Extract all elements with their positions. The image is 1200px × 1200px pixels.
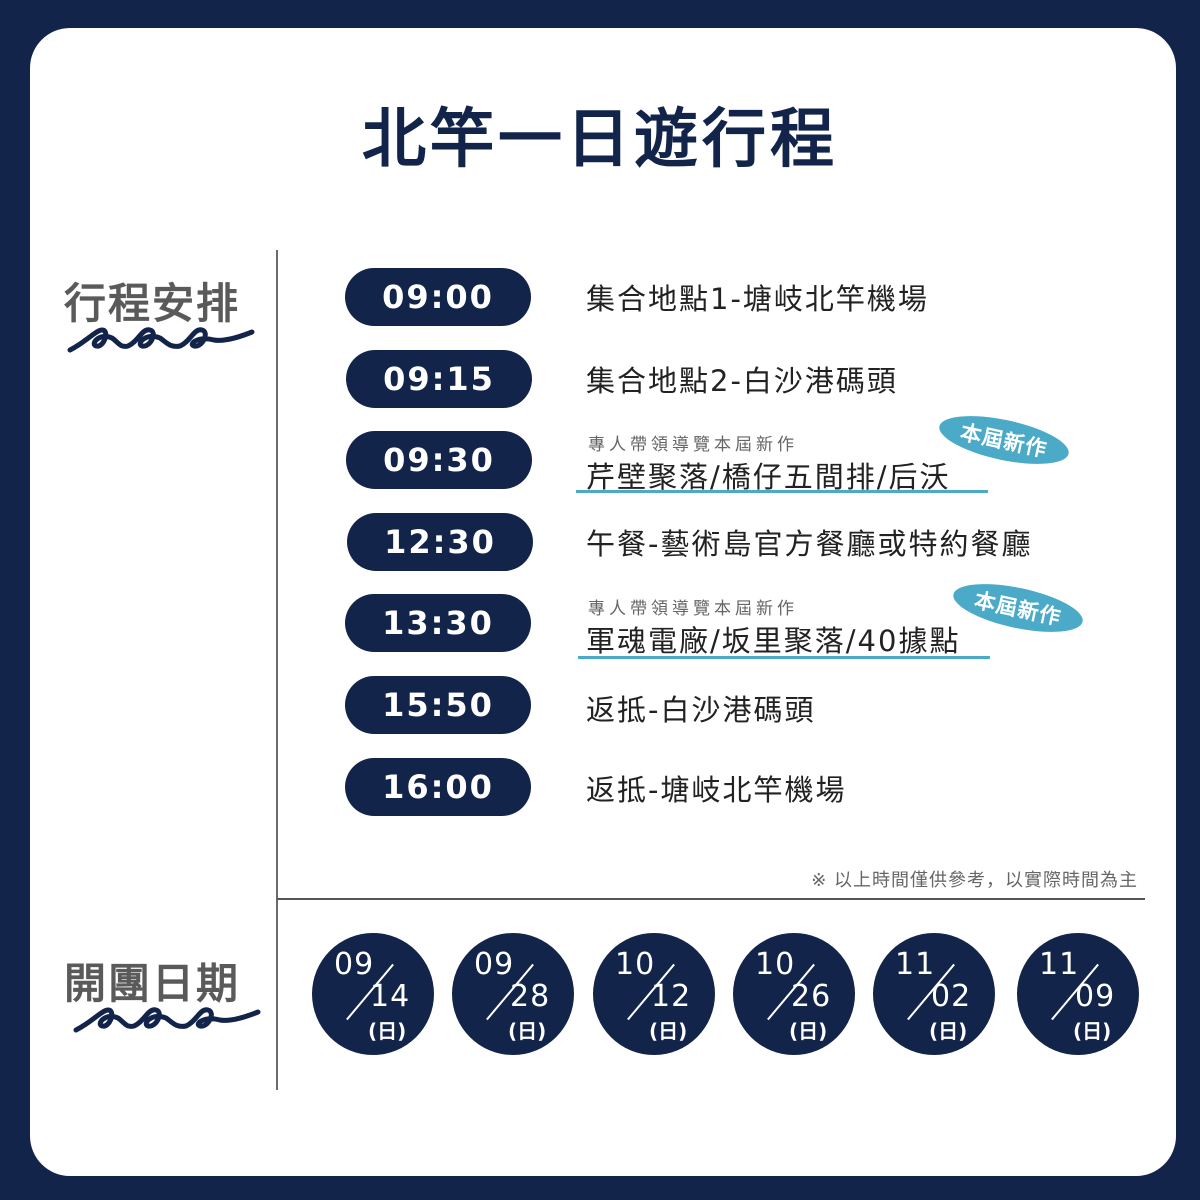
tour-date: 10 26 (日) <box>733 933 855 1055</box>
schedule-item-desc: 集合地點2-白沙港碼頭 <box>586 364 898 398</box>
tour-date: 11 02 (日) <box>873 933 995 1055</box>
disclaimer-note: ※ 以上時間僅供參考，以實際時間為主 <box>811 870 1138 891</box>
tour-date: 09 28 (日) <box>452 933 574 1055</box>
date-month: 10 <box>755 947 796 982</box>
tour-date: 09 14 (日) <box>312 933 434 1055</box>
tour-date: 11 09 (日) <box>1017 933 1139 1055</box>
time-pill: 09:00 <box>345 268 531 326</box>
date-day: 26 <box>791 979 832 1014</box>
time-pill: 16:00 <box>345 758 531 816</box>
schedule-item-desc: 午餐-藝術島官方餐廳或特約餐廳 <box>586 527 1033 561</box>
squiggle-decoration-icon <box>67 327 255 353</box>
time-pill: 09:15 <box>346 350 532 408</box>
date-weekday: (日) <box>649 1019 688 1043</box>
schedule-item-desc: 軍魂電廠/坂里聚落/40據點 <box>586 624 961 658</box>
highlight-underline <box>576 490 988 493</box>
page-title: 北竿一日遊行程 <box>362 103 838 177</box>
date-weekday: (日) <box>929 1019 968 1043</box>
time-pill: 12:30 <box>347 513 533 571</box>
schedule-section-label: 行程安排 <box>64 279 241 328</box>
time-pill: 15:50 <box>345 676 531 734</box>
squiggle-decoration-icon <box>73 1007 261 1033</box>
vertical-divider <box>276 250 278 1090</box>
horizontal-divider <box>277 898 1145 900</box>
date-month: 11 <box>895 947 936 982</box>
date-weekday: (日) <box>789 1019 828 1043</box>
date-day: 12 <box>651 979 692 1014</box>
schedule-item-subtitle: 專人帶領導覽本屆新作 <box>588 599 798 619</box>
schedule-item-desc: 集合地點1-塘岐北竿機場 <box>586 282 929 316</box>
schedule-item-desc: 返抵-白沙港碼頭 <box>586 693 816 727</box>
schedule-item-subtitle: 專人帶領導覽本屆新作 <box>588 435 798 455</box>
date-day: 28 <box>510 979 551 1014</box>
date-month: 11 <box>1039 947 1080 982</box>
dates-section-label: 開團日期 <box>64 959 241 1008</box>
tour-date: 10 12 (日) <box>593 933 715 1055</box>
time-pill: 09:30 <box>346 431 532 489</box>
date-weekday: (日) <box>368 1019 407 1043</box>
date-weekday: (日) <box>508 1019 547 1043</box>
date-month: 09 <box>474 947 515 982</box>
date-weekday: (日) <box>1073 1019 1112 1043</box>
date-day: 02 <box>931 979 972 1014</box>
date-month: 09 <box>334 947 375 982</box>
date-month: 10 <box>615 947 656 982</box>
schedule-item-desc: 返抵-塘岐北竿機場 <box>586 773 847 807</box>
schedule-item-desc: 芹壁聚落/橋仔五間排/后沃 <box>586 460 951 494</box>
date-day: 09 <box>1075 979 1116 1014</box>
date-day: 14 <box>370 979 411 1014</box>
highlight-underline <box>578 656 990 659</box>
time-pill: 13:30 <box>345 594 531 652</box>
